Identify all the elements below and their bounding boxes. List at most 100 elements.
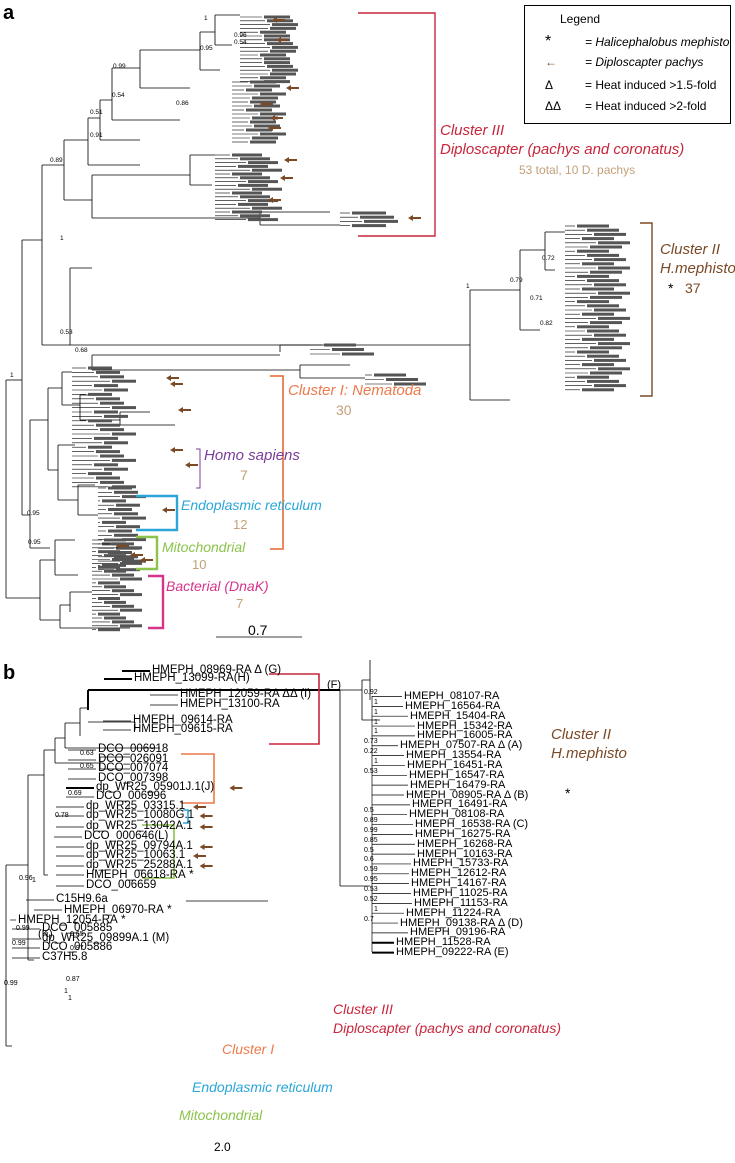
leaf-label bbox=[587, 279, 619, 283]
leaf-label bbox=[587, 228, 619, 232]
leaf-label bbox=[102, 520, 126, 524]
leaf-label: HMEPH_14167-RA bbox=[411, 877, 507, 890]
leaf-label bbox=[582, 388, 614, 392]
leaf-label bbox=[264, 80, 290, 84]
leaf-label bbox=[104, 585, 126, 589]
mito-label-b: Mitochondrial bbox=[179, 1107, 263, 1123]
leaf-label bbox=[232, 191, 262, 195]
leaf-label bbox=[590, 346, 622, 350]
leaf-label: C37H5.8 bbox=[42, 951, 88, 963]
leaf-label bbox=[116, 525, 140, 529]
leaf-label: HMEPH_09614-RA bbox=[133, 714, 233, 726]
cluster2-bracket bbox=[640, 222, 653, 397]
leaf-label bbox=[252, 136, 278, 140]
arrow-left-icon bbox=[140, 557, 153, 563]
support-label: 1 bbox=[466, 283, 470, 290]
cluster3-bracket bbox=[358, 12, 436, 237]
leaf-label: HMEPH_11025-RA bbox=[413, 887, 508, 899]
leaf-label: HMEPH_16479-RA bbox=[410, 778, 506, 791]
leaf-label: dp_WR25_05901J.1(J) bbox=[96, 781, 215, 793]
leaf-label bbox=[587, 253, 619, 257]
leaf-label bbox=[272, 68, 298, 72]
leaf-label bbox=[108, 486, 132, 490]
bact-label: Bacterial (DnaK) bbox=[166, 578, 269, 594]
support-label: 0.7 bbox=[364, 915, 374, 923]
cluster1-count: 30 bbox=[336, 402, 352, 418]
support-label: 1 bbox=[32, 877, 36, 884]
arrow-left-icon bbox=[199, 844, 213, 850]
leaf-label: HMEPH_15404-RA bbox=[410, 709, 506, 722]
leaf-label bbox=[94, 436, 118, 440]
leaf-label bbox=[594, 358, 626, 362]
leaf-label bbox=[594, 283, 626, 287]
leaf-label bbox=[94, 410, 118, 414]
cluster1-bracket bbox=[270, 375, 284, 550]
leaf-label bbox=[98, 628, 120, 632]
leaf-label bbox=[587, 329, 619, 333]
arrow-left-icon bbox=[178, 407, 191, 413]
support-label: 1 bbox=[60, 235, 64, 242]
star-icon: * bbox=[117, 912, 126, 926]
leaf-label bbox=[587, 304, 619, 308]
leaf-label bbox=[250, 120, 276, 124]
leaf-label bbox=[238, 183, 268, 187]
leaf-label bbox=[582, 237, 614, 241]
leaf-label: dp_WR25_03315.1 bbox=[86, 800, 186, 812]
leaf-label bbox=[112, 620, 134, 624]
leaf-label bbox=[254, 124, 280, 128]
leaf-label: HMEPH_13100-RA bbox=[180, 698, 280, 710]
er-count: 12 bbox=[233, 517, 248, 532]
cluster2-star: * bbox=[668, 280, 674, 296]
leaf-label bbox=[96, 476, 120, 480]
leaf-label: DCO_006996 bbox=[96, 790, 167, 802]
leaf-label: HMEPH_07507-RA Δ (A) bbox=[400, 739, 523, 752]
leaf-label bbox=[270, 72, 296, 76]
legend-box: Legend *= Halicephalobus mephisto ←= Dip… bbox=[524, 5, 731, 124]
leaf-label bbox=[260, 112, 286, 116]
leaf-label bbox=[394, 382, 426, 386]
leaf-label bbox=[240, 157, 270, 161]
arrow-left-icon bbox=[284, 157, 297, 163]
legend-item: ΔΔ= Heat induced >2-fold bbox=[545, 99, 707, 113]
leaf-label bbox=[102, 499, 126, 503]
leaf-label bbox=[598, 342, 630, 346]
leaf-label bbox=[267, 64, 293, 68]
support-label: 0.63 bbox=[80, 750, 94, 757]
leaf-label: DCO_006659 bbox=[86, 879, 157, 891]
leaf-label bbox=[252, 206, 282, 210]
leaf-label bbox=[238, 202, 268, 206]
leaf-label bbox=[590, 270, 622, 274]
leaf-label bbox=[386, 378, 418, 381]
cluster2-label-b: Cluster II H.mephisto bbox=[551, 726, 627, 762]
arrow-left-icon bbox=[272, 17, 285, 23]
leaf-label bbox=[112, 589, 134, 593]
leaf-label bbox=[594, 232, 626, 236]
support-label: 1 bbox=[374, 718, 378, 726]
support-label: 0.54 bbox=[234, 39, 247, 46]
support-label: 0.99 bbox=[16, 925, 30, 932]
leaf-label bbox=[122, 559, 146, 563]
leaf-label bbox=[104, 388, 128, 392]
leaf-label: dp_WR25_13042A.1 bbox=[86, 820, 193, 832]
leaf-label: HMEPH_10163-RA bbox=[417, 847, 513, 860]
support-label: 1 bbox=[374, 708, 378, 716]
leaf-label: HMEPH_13099-RA(H) bbox=[134, 672, 250, 684]
leaf-label bbox=[352, 211, 386, 215]
support-label: 0.95 bbox=[364, 876, 378, 884]
support-label: 0.95 bbox=[28, 539, 41, 546]
leaf-label bbox=[114, 512, 138, 516]
mito-bracket-b bbox=[142, 824, 175, 879]
leaf-label: HMEPH_16491-RA bbox=[412, 798, 508, 811]
support-label: 0.68 bbox=[75, 347, 88, 354]
cluster3-count: 53 total, 10 D. pachys bbox=[519, 163, 636, 177]
leaf-label: DCO_006918 bbox=[98, 743, 169, 755]
panel-label-b: b bbox=[3, 662, 16, 684]
support-label: 0.65 bbox=[80, 763, 94, 770]
leaf-label bbox=[100, 480, 124, 484]
arrow-left-icon bbox=[170, 381, 183, 387]
leaf-label bbox=[100, 375, 124, 379]
support-label: 0.53 bbox=[60, 329, 73, 336]
leaf-label bbox=[116, 503, 140, 507]
support-label: 0.54 bbox=[112, 92, 125, 99]
leaf-label bbox=[100, 401, 124, 405]
